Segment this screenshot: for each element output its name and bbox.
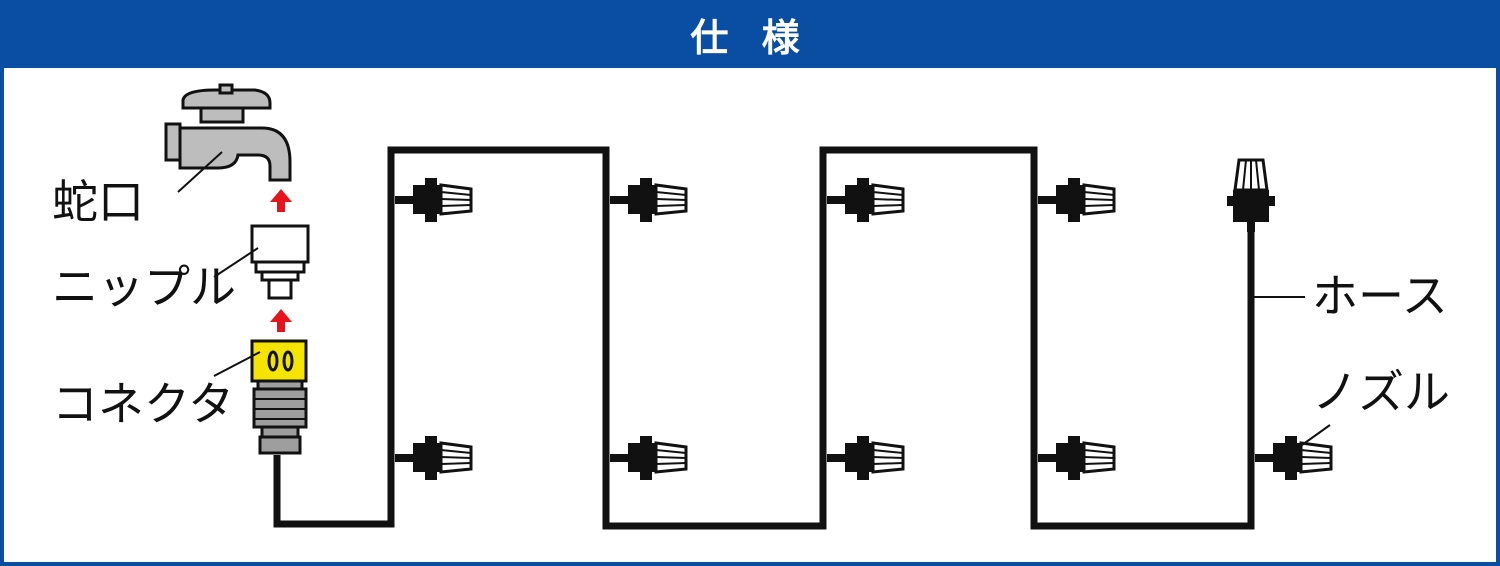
label-faucet: 蛇口 [52, 175, 144, 229]
label-nozzle: ノズル [1312, 365, 1450, 419]
nozzle-icon [393, 434, 473, 482]
nozzle-icon [608, 176, 688, 224]
nozzle-icon [608, 434, 688, 482]
page-title: 仕 様 [690, 15, 810, 60]
nozzle-icon [1036, 176, 1116, 224]
nozzle-icon [1036, 434, 1116, 482]
header-bar: 仕 様 [0, 0, 1500, 68]
end-nozzle-icon [1227, 158, 1275, 232]
connector-icon [250, 339, 308, 455]
nozzle-icon [393, 176, 473, 224]
label-connector: コネクタ [52, 377, 234, 431]
label-nipple: ニップル [52, 260, 236, 314]
nozzle-icon [825, 176, 905, 224]
hose-line [273, 146, 1255, 530]
label-hose: ホース [1312, 269, 1448, 323]
arrow-up-icon [270, 189, 292, 212]
nozzle-icon [1253, 434, 1333, 482]
leader-lines [177, 151, 1331, 446]
faucet-icon [164, 83, 292, 182]
arrow-up-icon [270, 309, 292, 332]
nipple-icon [250, 224, 310, 300]
nozzle-icon [825, 434, 905, 482]
